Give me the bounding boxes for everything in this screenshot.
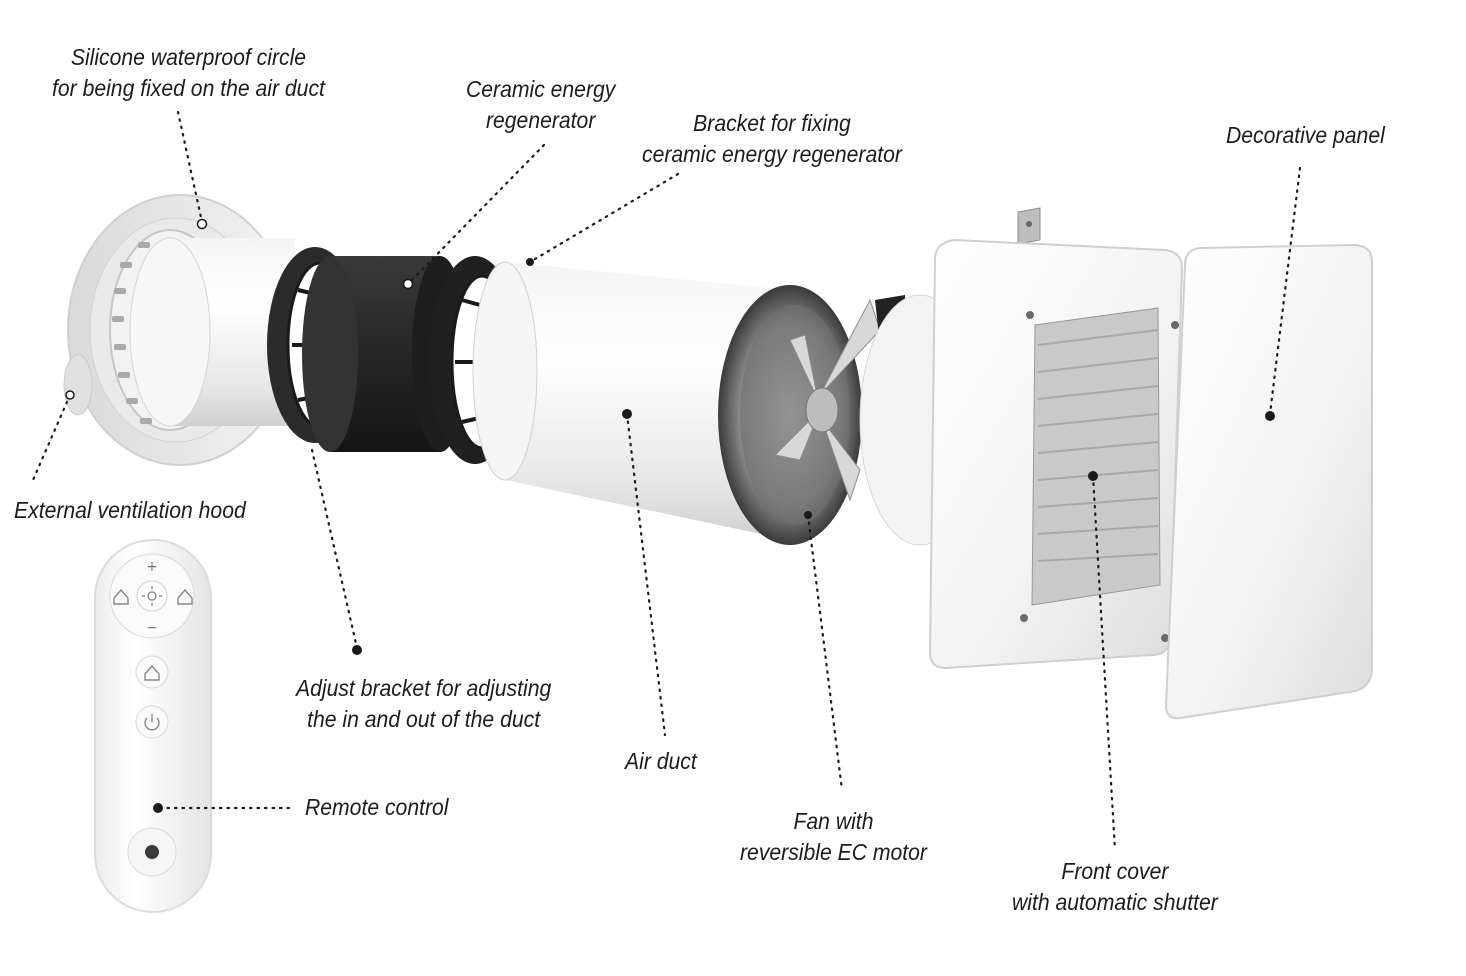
leader-dots [65, 218, 1275, 813]
decorative-panel [1164, 243, 1373, 720]
label-line: reversible EC motor [740, 839, 927, 865]
label-air-duct: Air duct [625, 746, 697, 777]
label-front-cover: Front cover with automatic shutter [1012, 856, 1218, 918]
label-line: Bracket for fixing [693, 110, 851, 136]
remote-minus-icon[interactable]: − [146, 620, 158, 636]
label-line: Silicone waterproof circle [70, 44, 307, 70]
label-fan-motor: Fan with reversible EC motor [740, 806, 927, 868]
label-line: External ventilation hood [14, 497, 246, 523]
front-cover [928, 207, 1184, 670]
remote-sensor [145, 845, 159, 859]
label-bracket-fixing: Bracket for fixing ceramic energy regene… [642, 108, 902, 170]
leader-lines [31, 110, 1302, 852]
label-line: regenerator [485, 107, 596, 133]
label-line: the in and out of the duct [307, 706, 541, 732]
label-remote-control: Remote control [305, 792, 448, 823]
fan-ec-motor [718, 285, 905, 545]
label-external-hood: External ventilation hood [14, 495, 246, 526]
label-line: Front cover [1061, 858, 1169, 884]
home-right-icon[interactable] [177, 588, 193, 605]
home-left-icon[interactable] [113, 588, 129, 605]
label-line: Remote control [305, 794, 449, 820]
remote-control: + − [94, 539, 212, 913]
label-line: for being fixed on the air duct [52, 75, 325, 101]
label-line: Ceramic energy [466, 76, 616, 102]
home-mode-button[interactable] [135, 655, 169, 689]
power-icon [144, 714, 160, 731]
label-ceramic-regenerator: Ceramic energy regenerator [466, 74, 615, 136]
label-silicone-circle: Silicone waterproof circle for being fix… [52, 42, 325, 104]
air-duct [472, 261, 790, 540]
label-adjust-bracket: Adjust bracket for adjusting the in and … [296, 673, 551, 735]
label-line: Decorative panel [1226, 122, 1385, 148]
label-line: Fan with [793, 808, 874, 834]
remote-plus-icon[interactable]: + [146, 559, 158, 575]
fan-mode-icon[interactable] [142, 586, 162, 606]
label-line: Air duct [625, 748, 697, 774]
label-line: Adjust bracket for adjusting [296, 675, 552, 701]
label-line: ceramic energy regenerator [642, 141, 902, 167]
label-decorative-panel: Decorative panel [1226, 120, 1385, 151]
home-mode-icon [144, 664, 160, 681]
label-line: with automatic shutter [1012, 889, 1218, 915]
